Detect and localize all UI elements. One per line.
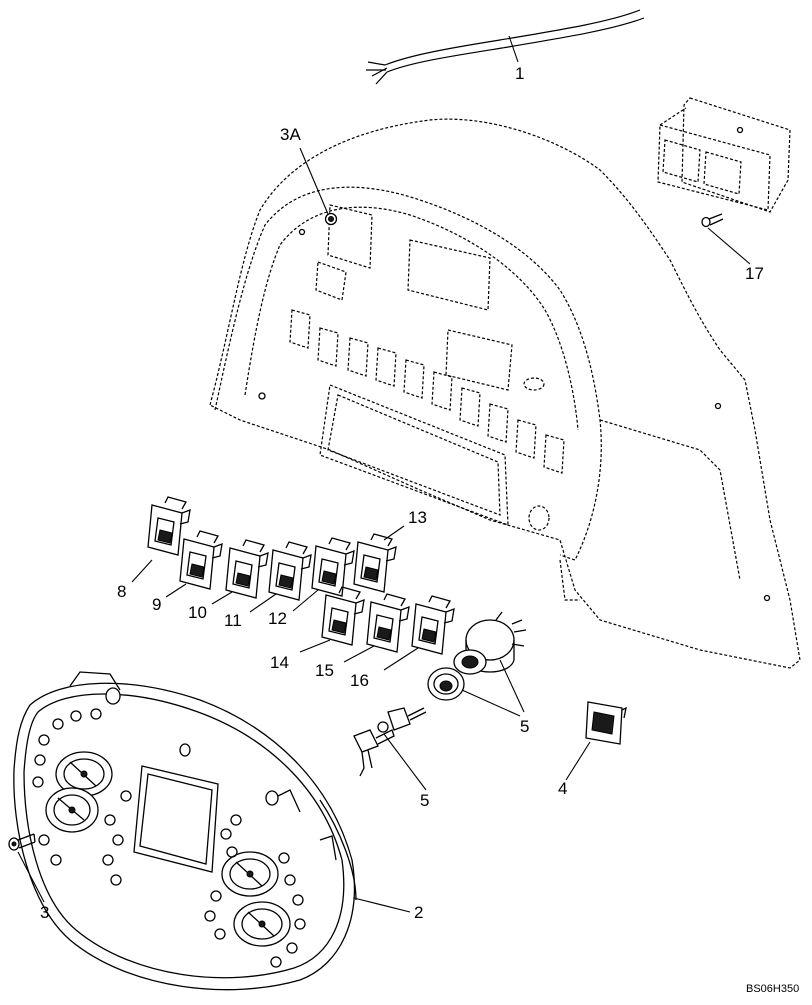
rocker-switch-15 — [366, 593, 410, 653]
rocker-switch-11 — [268, 541, 312, 601]
rocker-switch-10 — [225, 539, 269, 599]
callout-10: 10 — [188, 603, 207, 622]
screw-part-3 — [8, 833, 36, 851]
rocker-switch-8 — [147, 496, 191, 556]
gauge-right-lower — [233, 901, 291, 947]
callout-14: 14 — [270, 653, 289, 672]
rocker-switch-16 — [411, 595, 455, 655]
callout-3: 3 — [40, 903, 49, 922]
dashboard-console-housing — [209, 118, 801, 669]
callout-4: 4 — [558, 779, 567, 798]
rocker-switch-12 — [311, 537, 355, 597]
callout-15: 15 — [315, 661, 334, 680]
warning-lamp-ring — [32, 708, 306, 968]
callout-8: 8 — [117, 582, 126, 601]
callout-5-keys: 5 — [420, 791, 429, 810]
callout-12: 12 — [268, 609, 287, 628]
callout-5-ignition: 5 — [520, 717, 529, 736]
callout-labels: 1 3A 17 13 8 9 10 11 12 14 15 16 5 4 5 2… — [40, 64, 799, 995]
rocker-switch-13 — [353, 533, 397, 593]
callout-13: 13 — [408, 508, 427, 527]
connector-block-part-17 — [657, 97, 791, 265]
gauge-left-upper — [55, 751, 113, 797]
screw-17 — [701, 213, 724, 228]
rocker-switch-set — [131, 496, 455, 671]
fastener-3a — [324, 212, 338, 226]
ignition-switch-assembly — [453, 611, 527, 675]
cluster-lcd-display — [133, 765, 219, 873]
indicator-lens-part-4 — [585, 701, 627, 745]
rocker-switch-14 — [321, 586, 365, 646]
callout-3a: 3A — [280, 125, 301, 144]
rocker-switch-9 — [179, 530, 223, 590]
instrument-cluster-part-2 — [13, 671, 357, 991]
ignition-keys — [353, 707, 427, 777]
callout-16: 16 — [350, 671, 369, 690]
callout-2: 2 — [414, 903, 423, 922]
wire-harness-part-1 — [366, 9, 645, 85]
ignition-bezel-ring — [427, 667, 465, 701]
drawing-code: BS06H350 — [746, 983, 799, 995]
callout-1: 1 — [515, 64, 524, 83]
callout-17: 17 — [745, 264, 764, 283]
switch-slot-row — [289, 309, 565, 474]
gauge-left-lower — [45, 787, 99, 833]
callout-11: 11 — [224, 611, 242, 630]
callout-9: 9 — [152, 595, 161, 614]
gauge-right-upper — [221, 851, 279, 897]
